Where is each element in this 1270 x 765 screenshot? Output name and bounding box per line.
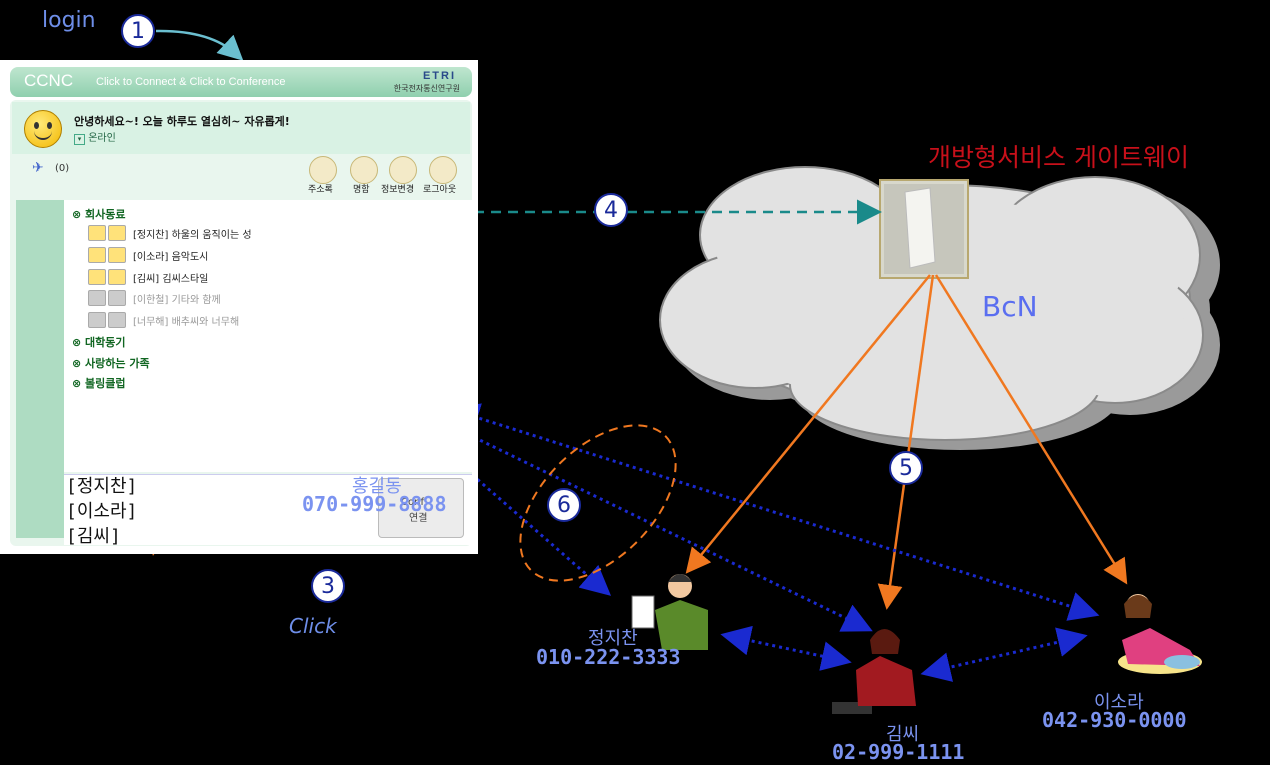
logout-icon[interactable] bbox=[429, 156, 457, 184]
jung-phone: 010-222-3333 bbox=[536, 645, 681, 669]
step-1-marker: 1 bbox=[121, 14, 155, 48]
contact-status-icon bbox=[88, 225, 106, 241]
chevron-down-icon: ▾ bbox=[74, 134, 85, 145]
contact-phone-icon[interactable] bbox=[108, 290, 126, 306]
ccnc-app-window: CCNC Click to Connect & Click to Confere… bbox=[0, 60, 478, 554]
bcn-label: BcN bbox=[982, 290, 1038, 323]
contact-phone-icon[interactable] bbox=[108, 225, 126, 241]
media-caller-kim bbox=[438, 419, 873, 632]
contact-item[interactable]: [김씨] 김씨스타일 bbox=[133, 274, 209, 285]
login-arrow bbox=[155, 29, 244, 61]
step-3-marker: 3 bbox=[311, 569, 345, 603]
etri-logo-sub: 한국전자통신연구원 bbox=[393, 84, 460, 93]
contact-item[interactable]: [이한철] 기타와 함께 bbox=[133, 295, 221, 306]
caller-phone: 070-999-8888 bbox=[302, 492, 447, 516]
tool-label-profile-edit[interactable]: 정보변경 bbox=[381, 185, 415, 195]
selected-contact-1: [정지찬] bbox=[66, 476, 138, 497]
contact-list bbox=[64, 200, 472, 472]
greeting-message[interactable]: 안녕하세요~! 오늘 하루도 열심히~ 자유롭게! bbox=[74, 115, 290, 128]
tool-label-logout[interactable]: 로그아웃 bbox=[423, 185, 457, 195]
conference-button-label: Conf bbox=[401, 497, 424, 508]
media-jung-kim bbox=[720, 625, 852, 671]
kim-person-icon bbox=[832, 629, 916, 714]
contact-sidebar bbox=[16, 200, 64, 538]
contact-item[interactable]: [이소라] 음악도시 bbox=[133, 252, 209, 263]
group-label: 회사동료 bbox=[85, 208, 126, 221]
jung-person-icon bbox=[631, 574, 708, 650]
tool-label-business-card[interactable]: 명함 bbox=[353, 185, 370, 195]
app-titlebar: CCNC Click to Connect & Click to Confere… bbox=[10, 67, 472, 97]
kim-phone: 02-999-1111 bbox=[832, 740, 965, 764]
contact-phone-icon[interactable] bbox=[108, 269, 126, 285]
conference-button-sublabel: 연결 bbox=[409, 513, 428, 524]
lee-person-icon bbox=[1118, 594, 1202, 674]
gateway-device-icon bbox=[879, 179, 969, 279]
caller-name: 홍길동 bbox=[352, 476, 402, 497]
address-book-icon[interactable] bbox=[309, 156, 337, 184]
jung-name: 정지찬 bbox=[588, 628, 638, 649]
business-card-icon[interactable] bbox=[350, 156, 378, 184]
contact-item[interactable]: [너무해] 배추씨와 너무해 bbox=[133, 317, 240, 328]
status-label: 온라인 bbox=[88, 133, 116, 144]
status-dropdown[interactable]: ▾ 온라인 bbox=[74, 129, 116, 145]
contact-item[interactable]: [정지찬] 하울의 움직이는 성 bbox=[133, 230, 252, 241]
group-college[interactable]: ⊗ 대학동기 bbox=[72, 336, 126, 349]
click-label: Click bbox=[289, 614, 337, 638]
group-company[interactable]: ⊗ 회사동료 bbox=[72, 208, 126, 221]
media-group-ellipse bbox=[519, 424, 677, 582]
step-4-marker: 4 bbox=[594, 193, 628, 227]
kim-name: 김씨 bbox=[886, 724, 920, 745]
profile-area bbox=[12, 102, 470, 154]
contact-phone-icon[interactable] bbox=[108, 312, 126, 328]
contact-status-icon bbox=[88, 312, 106, 328]
lee-name: 이소라 bbox=[1094, 692, 1144, 713]
group-bowling[interactable]: ⊗ 볼링클럽 bbox=[72, 377, 126, 390]
login-label: login bbox=[42, 8, 96, 33]
message-count: (0) bbox=[55, 163, 70, 174]
contact-status-icon bbox=[88, 269, 106, 285]
step-5-marker: 5 bbox=[889, 451, 923, 485]
etri-logo: ETRI bbox=[422, 70, 456, 82]
profile-edit-icon[interactable] bbox=[389, 156, 417, 184]
lee-phone: 042-930-0000 bbox=[1042, 708, 1187, 732]
group-label: 볼링클럽 bbox=[85, 377, 126, 390]
group-label: 대학동기 bbox=[85, 336, 126, 349]
contact-status-icon bbox=[88, 290, 106, 306]
app-title: CCNC bbox=[24, 71, 74, 90]
selected-contact-3: [김씨] bbox=[66, 526, 121, 547]
step-6-marker: 6 bbox=[547, 488, 581, 522]
selected-contact-2: [이소라] bbox=[66, 501, 138, 522]
contact-phone-icon[interactable] bbox=[108, 247, 126, 263]
message-plane-icon[interactable]: ✈ bbox=[32, 160, 44, 176]
media-kim-lee bbox=[920, 627, 1088, 682]
tool-label-address-book[interactable]: 주소록 bbox=[308, 185, 333, 195]
contact-status-icon bbox=[88, 247, 106, 263]
smiley-avatar-icon bbox=[24, 110, 62, 148]
group-family[interactable]: ⊗ 사랑하는 가족 bbox=[72, 357, 150, 370]
conference-button[interactable]: Conf 연결 bbox=[378, 478, 464, 538]
app-subtitle: Click to Connect & Click to Conference bbox=[96, 76, 286, 88]
group-label: 사랑하는 가족 bbox=[85, 357, 150, 370]
gateway-title: 개방형서비스 게이트웨이 bbox=[928, 143, 1189, 172]
